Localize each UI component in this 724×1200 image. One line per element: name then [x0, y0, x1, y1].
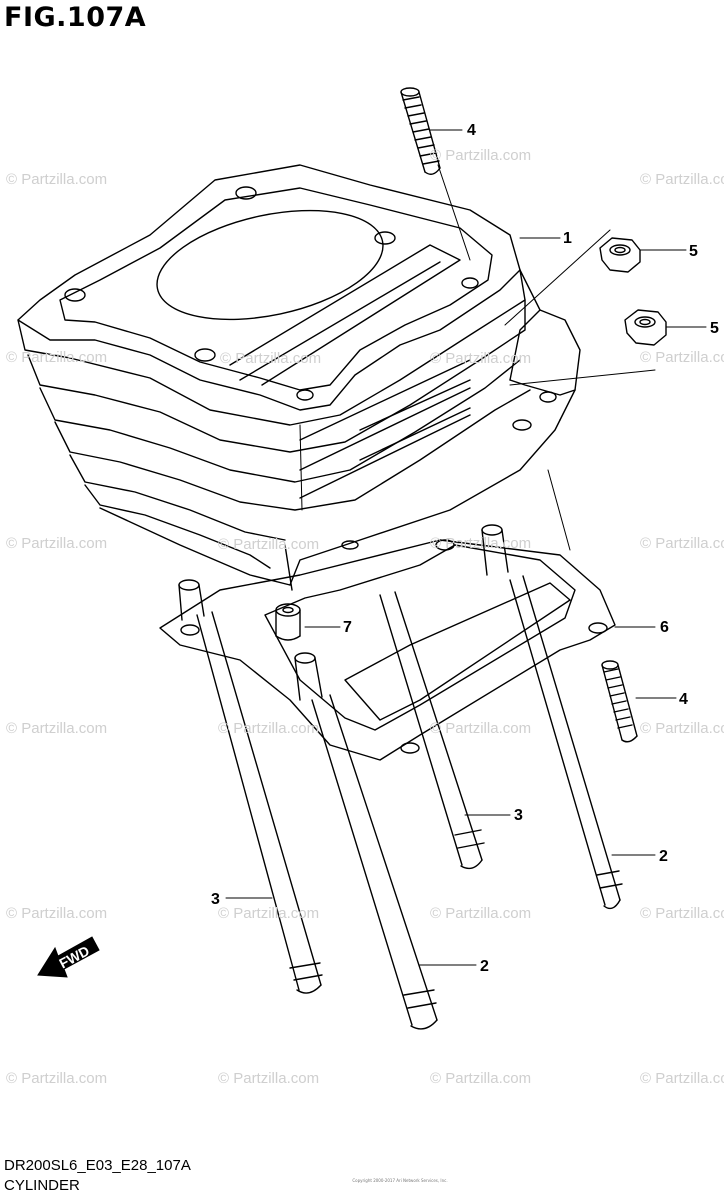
dowel-pin [275, 603, 301, 641]
model-code: DR200SL6_E03_E28_107A [4, 1157, 191, 1174]
svg-text:© Partzilla.com: © Partzilla.com [6, 535, 107, 552]
svg-text:© Partzilla.com: © Partzilla.com [640, 720, 724, 737]
svg-text:© Partzilla.com: © Partzilla.com [430, 350, 531, 367]
svg-text:© Partzilla.com: © Partzilla.com [6, 905, 107, 922]
callout-4a[interactable]: 4 [467, 122, 476, 139]
svg-text:© Partzilla.com: © Partzilla.com [430, 720, 531, 737]
cylinder-block [17, 164, 581, 591]
svg-text:© Partzilla.com: © Partzilla.com [640, 171, 724, 188]
flange-nut-upper [599, 237, 641, 273]
svg-text:© Partzilla.com: © Partzilla.com [218, 536, 319, 553]
figure-name: CYLINDER [4, 1177, 80, 1194]
cylinder-base-gasket [159, 539, 616, 761]
stud-bolt-left-rear [294, 652, 438, 1030]
svg-text:© Partzilla.com: © Partzilla.com [430, 147, 531, 164]
svg-text:© Partzilla.com: © Partzilla.com [640, 535, 724, 552]
stud-bolt-left-front [178, 579, 323, 994]
figure-title: FIG.107A [4, 2, 147, 33]
callout-4b[interactable]: 4 [679, 691, 688, 708]
svg-text:© Partzilla.com: © Partzilla.com [640, 1070, 724, 1087]
svg-text:© Partzilla.com: © Partzilla.com [430, 535, 531, 552]
watermarks: © Partzilla.com © Partzilla.com © Partzi… [6, 147, 724, 1087]
flange-nut-lower [624, 309, 667, 346]
callout-2b[interactable]: 2 [480, 958, 489, 975]
callout-5b[interactable]: 5 [710, 320, 719, 337]
stud-bolt-short-right [601, 660, 638, 743]
svg-text:© Partzilla.com: © Partzilla.com [6, 171, 107, 188]
svg-text:© Partzilla.com: © Partzilla.com [640, 349, 724, 366]
svg-text:© Partzilla.com: © Partzilla.com [220, 350, 321, 367]
svg-text:© Partzilla.com: © Partzilla.com [6, 349, 107, 366]
svg-text:© Partzilla.com: © Partzilla.com [640, 905, 724, 922]
svg-text:© Partzilla.com: © Partzilla.com [218, 1070, 319, 1087]
svg-text:© Partzilla.com: © Partzilla.com [430, 905, 531, 922]
callout-2a[interactable]: 2 [659, 848, 668, 865]
copyright-notice: Copyright 2000-2017 Ari Network Services… [352, 1178, 448, 1183]
forward-direction-arrow: FWD [37, 936, 100, 978]
callout-3a[interactable]: 3 [514, 807, 523, 824]
callout-3b[interactable]: 3 [211, 891, 220, 908]
svg-text:© Partzilla.com: © Partzilla.com [430, 1070, 531, 1087]
stud-bolt-right-rear [481, 524, 623, 910]
svg-text:© Partzilla.com: © Partzilla.com [6, 720, 107, 737]
leader-lines [225, 129, 707, 966]
callout-5a[interactable]: 5 [689, 243, 698, 260]
svg-text:© Partzilla.com: © Partzilla.com [218, 905, 319, 922]
callout-7[interactable]: 7 [343, 619, 352, 636]
svg-text:© Partzilla.com: © Partzilla.com [218, 720, 319, 737]
callout-6[interactable]: 6 [660, 619, 669, 636]
callout-1[interactable]: 1 [563, 230, 572, 247]
svg-text:© Partzilla.com: © Partzilla.com [6, 1070, 107, 1087]
